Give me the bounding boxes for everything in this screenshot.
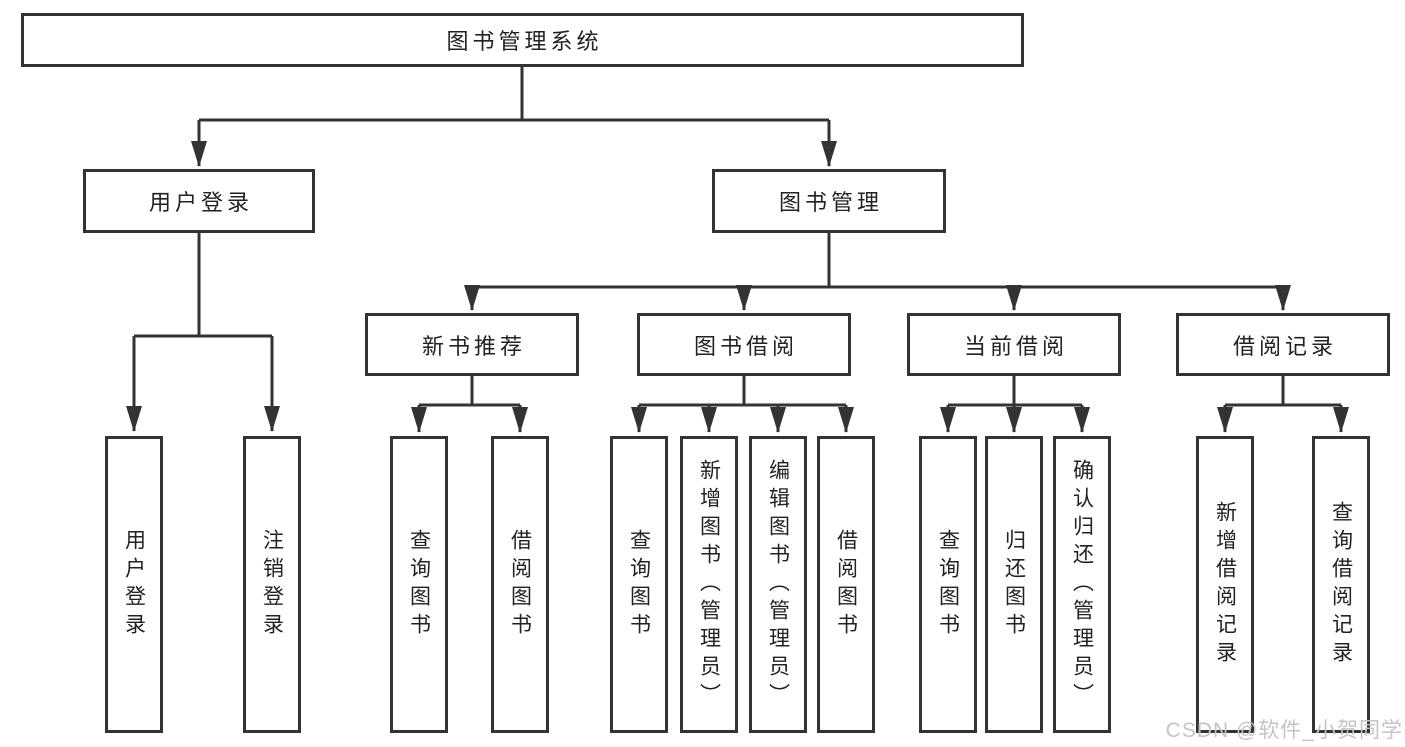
leaf-bb-borrow-books: 借阅图书 bbox=[817, 436, 875, 733]
leaf-logout: 注销登录 bbox=[243, 436, 301, 733]
node-book-management-branch: 图书管理 bbox=[712, 169, 946, 233]
leaf-cb-confirm-return-admin: 确认归还（管理员） bbox=[1053, 436, 1111, 733]
leaf-user-login: 用户登录 bbox=[105, 436, 163, 733]
leaf-bb-edit-books-admin: 编辑图书（管理员） bbox=[749, 436, 807, 733]
leaf-bb-add-books-admin: 新增图书（管理员） bbox=[680, 436, 738, 733]
node-new-book-recommendation: 新书推荐 bbox=[365, 313, 579, 376]
node-current-borrowing: 当前借阅 bbox=[907, 313, 1121, 376]
node-book-borrowing: 图书借阅 bbox=[637, 313, 851, 376]
node-user-login-branch: 用户登录 bbox=[83, 169, 315, 233]
leaf-br-add-record: 新增借阅记录 bbox=[1196, 436, 1254, 733]
leaf-bb-query-books: 查询图书 bbox=[610, 436, 668, 733]
leaf-cb-query-books: 查询图书 bbox=[919, 436, 977, 733]
leaf-br-query-record: 查询借阅记录 bbox=[1312, 436, 1370, 733]
node-library-management-system: 图书管理系统 bbox=[21, 13, 1024, 67]
leaf-nb-query-books: 查询图书 bbox=[390, 436, 448, 733]
leaf-nb-borrow-books: 借阅图书 bbox=[491, 436, 549, 733]
leaf-cb-return-books: 归还图书 bbox=[985, 436, 1043, 733]
node-borrowing-records: 借阅记录 bbox=[1176, 313, 1390, 376]
